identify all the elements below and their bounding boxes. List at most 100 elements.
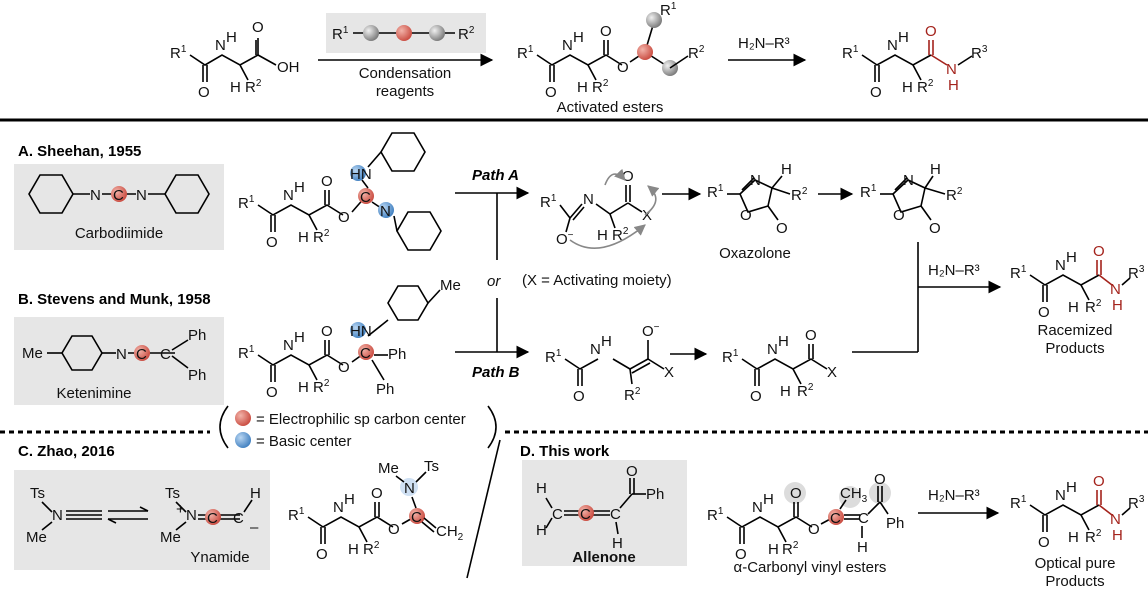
svg-text:H: H bbox=[930, 161, 941, 178]
svg-text:H: H bbox=[898, 29, 909, 46]
svg-text:R2: R2 bbox=[313, 228, 330, 246]
section-d-title: D. This work bbox=[520, 443, 610, 460]
svg-text:R2: R2 bbox=[797, 382, 814, 400]
svg-text:H: H bbox=[1068, 529, 1079, 546]
svg-text:N: N bbox=[1055, 487, 1066, 504]
svg-text:H: H bbox=[768, 541, 779, 558]
amine-reagent-label-3: H₂N–R³ bbox=[928, 487, 980, 504]
svg-text:H: H bbox=[573, 29, 584, 46]
svg-text:H: H bbox=[902, 79, 913, 96]
svg-text:R2: R2 bbox=[245, 78, 262, 96]
svg-text:R1: R1 bbox=[540, 193, 557, 211]
svg-text:R2: R2 bbox=[1085, 298, 1102, 316]
svg-text:N: N bbox=[752, 499, 763, 516]
svg-text:R3: R3 bbox=[1128, 494, 1145, 512]
section-a-title: A. Sheehan, 1955 bbox=[18, 143, 141, 160]
svg-text:N: N bbox=[946, 61, 957, 78]
svg-text:N: N bbox=[750, 172, 761, 189]
svg-text:R1: R1 bbox=[288, 506, 305, 524]
svg-text:O: O bbox=[929, 220, 941, 237]
carbodiimide-box bbox=[14, 164, 224, 250]
svg-text:C: C bbox=[830, 510, 841, 527]
svg-text:Ts: Ts bbox=[30, 485, 45, 502]
svg-text:Ph: Ph bbox=[376, 381, 394, 398]
svg-text:R2: R2 bbox=[363, 540, 380, 558]
path-a-label: Path A bbox=[472, 167, 519, 184]
activated-esters-label: Activated esters bbox=[557, 99, 664, 116]
svg-text:OH: OH bbox=[277, 59, 300, 76]
svg-text:R1: R1 bbox=[238, 194, 255, 212]
svg-text:O: O bbox=[266, 234, 278, 251]
amine-reagent-label-2: H₂N–R³ bbox=[928, 262, 980, 279]
svg-text:Ph: Ph bbox=[886, 515, 904, 532]
svg-text:O: O bbox=[776, 220, 788, 237]
svg-text:H: H bbox=[294, 329, 305, 346]
allenone-caption: Allenone bbox=[572, 549, 635, 566]
svg-text:O: O bbox=[338, 359, 350, 376]
enolate-intermediate-a: R1 O− N O X H R2 bbox=[540, 168, 660, 249]
svg-text:C: C bbox=[360, 189, 371, 206]
svg-text:H: H bbox=[226, 29, 237, 46]
svg-text:Ts: Ts bbox=[424, 458, 439, 475]
svg-text:C: C bbox=[610, 506, 621, 523]
gray-atom-icon bbox=[429, 25, 445, 41]
svg-text:O: O bbox=[545, 84, 557, 101]
svg-text:CH3: CH3 bbox=[840, 485, 868, 505]
svg-text:O: O bbox=[388, 521, 400, 538]
svg-text:H: H bbox=[612, 535, 623, 552]
svg-text:H: H bbox=[294, 179, 305, 196]
svg-text:R1: R1 bbox=[707, 506, 724, 524]
or-label: or bbox=[487, 273, 501, 290]
svg-text:R2: R2 bbox=[624, 386, 641, 404]
svg-text:N: N bbox=[136, 187, 147, 204]
allenone-box bbox=[522, 460, 687, 566]
vinyl-ester-caption: α-Carbonyl vinyl esters bbox=[734, 559, 887, 576]
svg-text:HN: HN bbox=[350, 323, 372, 340]
carbodiimide-caption: Carbodiimide bbox=[75, 225, 163, 242]
svg-text:N: N bbox=[590, 341, 601, 358]
svg-text:N: N bbox=[562, 37, 573, 54]
svg-text:R2: R2 bbox=[592, 78, 609, 96]
legend-electrophilic: = Electrophilic sp carbon center bbox=[256, 411, 466, 428]
svg-text:O: O bbox=[622, 168, 634, 185]
svg-text:N: N bbox=[1110, 511, 1121, 528]
svg-text:–: – bbox=[250, 519, 259, 536]
svg-text:O: O bbox=[740, 207, 752, 224]
svg-text:C: C bbox=[552, 506, 563, 523]
svg-text:R1: R1 bbox=[332, 25, 349, 43]
svg-text:C: C bbox=[160, 346, 171, 363]
svg-text:R1: R1 bbox=[842, 44, 859, 62]
optical-pure-label-1: Optical pure bbox=[1035, 555, 1116, 572]
svg-text:R2: R2 bbox=[313, 378, 330, 396]
svg-text:R1: R1 bbox=[860, 183, 877, 201]
svg-text:N: N bbox=[116, 346, 127, 363]
oxazolone-structure-2: R1 N O O H R2 bbox=[860, 161, 963, 237]
svg-text:N: N bbox=[887, 37, 898, 54]
svg-text:H: H bbox=[948, 77, 959, 94]
ynamide-structure: Ts N Me Ts N + Me C C H – bbox=[26, 485, 261, 546]
svg-text:C: C bbox=[233, 510, 244, 527]
svg-text:R1: R1 bbox=[238, 344, 255, 362]
svg-text:C: C bbox=[207, 510, 218, 527]
svg-text:O: O bbox=[805, 327, 817, 344]
svg-text:O: O bbox=[1038, 534, 1050, 551]
svg-text:H: H bbox=[1068, 299, 1079, 316]
svg-text:H: H bbox=[1112, 297, 1123, 314]
svg-text:R1: R1 bbox=[1010, 264, 1027, 282]
svg-text:R2: R2 bbox=[791, 186, 808, 204]
optical-pure-label-2: Products bbox=[1045, 573, 1104, 590]
svg-text:N: N bbox=[186, 507, 197, 524]
svg-text:N: N bbox=[90, 187, 101, 204]
section-c-title: C. Zhao, 2016 bbox=[18, 443, 115, 460]
racemized-label-2: Products bbox=[1045, 340, 1104, 357]
oxazolone-label: Oxazolone bbox=[719, 245, 791, 262]
svg-text:H: H bbox=[298, 229, 309, 246]
svg-text:HN: HN bbox=[350, 166, 372, 183]
ketenimine-structure: Me N C C Ph Ph bbox=[22, 327, 206, 384]
red-sp-carbon-icon bbox=[396, 25, 412, 41]
